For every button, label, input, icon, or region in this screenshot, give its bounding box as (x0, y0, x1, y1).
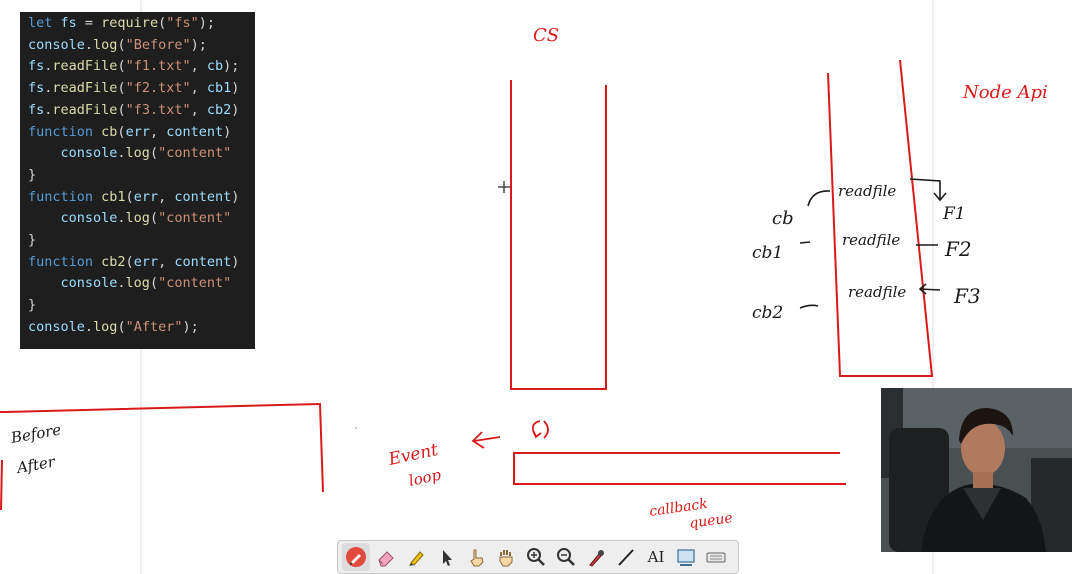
crosshair-cursor (498, 181, 510, 193)
call-stack-label: CS (533, 25, 559, 46)
callback-queue-box (514, 453, 846, 484)
whiteboard-tool-button[interactable] (672, 543, 700, 571)
color-picker-tool-button[interactable] (582, 543, 610, 571)
line-tool-button[interactable] (612, 543, 640, 571)
call-stack-box (511, 80, 606, 389)
console-output-before: Before (9, 420, 63, 447)
node-api-box (828, 60, 932, 376)
presenter-video (881, 388, 1072, 552)
readfile-label-1: readfile (838, 182, 896, 200)
text-icon: AI (648, 548, 665, 566)
line-icon (615, 546, 637, 568)
readfile-label-3: readfile (848, 283, 906, 301)
zoom-out-tool-button[interactable] (552, 543, 580, 571)
console-output-after: After (14, 452, 58, 477)
zoom-out-icon (555, 546, 577, 568)
zoom-in-icon (525, 546, 547, 568)
highlighter-icon (405, 546, 427, 568)
cb2-label: cb2 (752, 303, 783, 323)
pointer-icon (435, 546, 457, 568)
pen-icon (345, 546, 367, 568)
highlighter-tool-button[interactable] (402, 543, 430, 571)
whiteboard-icon (675, 546, 697, 568)
pan-hand-icon (495, 546, 517, 568)
eraser-icon (375, 546, 397, 568)
event-loop-arrow (473, 432, 500, 448)
event-loop-cycle-icon (533, 421, 548, 438)
annotation-toolbar: AI (337, 540, 739, 574)
zoom-in-tool-button[interactable] (522, 543, 550, 571)
text-tool-button[interactable]: AI (642, 543, 670, 571)
keyboard-icon (705, 546, 727, 568)
pen-tool-button[interactable] (342, 543, 370, 571)
f3-label: F3 (953, 284, 981, 308)
pointer-tool-button[interactable] (432, 543, 460, 571)
cb1-label: cb1 (752, 243, 783, 263)
f1-label: F1 (942, 204, 966, 224)
f2-label: F2 (944, 237, 972, 261)
color-picker-icon (585, 546, 607, 568)
eraser-tool-button[interactable] (372, 543, 400, 571)
keyboard-tool-button[interactable] (702, 543, 730, 571)
hand-pointer-tool-button[interactable] (462, 543, 490, 571)
event-loop-label-line1: Event (386, 440, 440, 470)
hand-pointer-icon (465, 546, 487, 568)
stray-dot (355, 427, 357, 429)
cb-label: cb (772, 208, 794, 229)
webcam-overlay (881, 388, 1072, 552)
pan-hand-tool-button[interactable] (492, 543, 520, 571)
event-loop-label-line2: loop (407, 465, 443, 489)
node-api-label: Node Api (962, 82, 1048, 103)
readfile-label-2: readfile (842, 231, 900, 249)
